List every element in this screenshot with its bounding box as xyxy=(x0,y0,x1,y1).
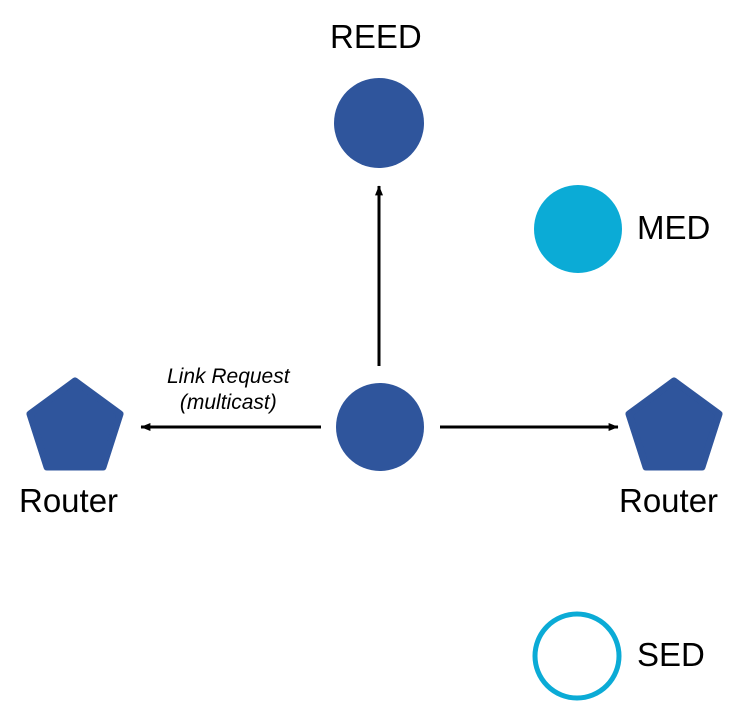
node-label-med: MED xyxy=(637,209,711,246)
node-router-right-shape[interactable] xyxy=(625,377,723,471)
node-label-sed: SED xyxy=(637,636,705,673)
node-med-shape[interactable] xyxy=(534,185,622,273)
edge-label-line-1: Link Request xyxy=(167,365,290,388)
node-center-router-shape[interactable] xyxy=(336,383,424,471)
node-sed-shape[interactable] xyxy=(532,611,622,701)
edge-group xyxy=(140,185,619,431)
node-label-reed: REED xyxy=(330,18,422,55)
node-label-router-right: Router xyxy=(619,482,719,519)
node-router-left-shape[interactable] xyxy=(26,377,124,471)
node-reed-shape[interactable] xyxy=(334,78,424,168)
node-label-router-left: Router xyxy=(19,482,119,519)
edge-label-link-request: Link Request (multicast) xyxy=(167,364,290,415)
edge-label-line-2: (multicast) xyxy=(179,390,277,414)
